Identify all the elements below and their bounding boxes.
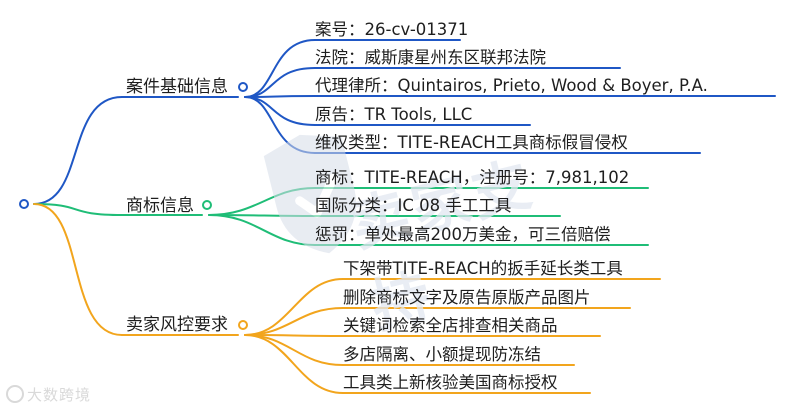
case-item-type: 维权类型：TITE-REACH工具商标假冒侵权	[315, 133, 628, 152]
brand-logo-text: 大数跨境	[27, 386, 92, 404]
edge-root-to-branch-0	[33, 96, 123, 205]
edge-branch-0-leaf-0	[244, 39, 316, 98]
case-item-plaintiff: 原告：TR Tools, LLC	[315, 105, 473, 124]
edge-branch-0-leaf-2	[244, 95, 316, 98]
risk-item-keyword-check: 关键词检索全店排查相关商品	[343, 316, 558, 335]
edge-branch-1-leaf-2	[208, 214, 316, 246]
trademark-item-class: 国际分类：IC 08 手工工具	[315, 196, 512, 215]
case-item-law-firm: 代理律所：Quintairos, Prieto, Wood & Boyer, P…	[315, 76, 708, 95]
edge-branch-2-leaf-0	[244, 278, 344, 336]
branch-label-seller-risk: 卖家风控要求	[126, 315, 228, 335]
brand-logo-icon	[6, 385, 24, 403]
edge-branch-2-leaf-3	[244, 334, 344, 366]
risk-item-delist: 下架带TITE-REACH的扳手延长类工具	[343, 259, 623, 278]
case-item-number: 案号：26-cv-01371	[315, 20, 469, 39]
branch-node-seller-risk	[238, 320, 248, 330]
edge-branch-0-leaf-1	[244, 67, 316, 98]
branch-node-trademark-info	[202, 200, 212, 210]
trademark-item-mark: 商标：TITE-REACH，注册号：7,981,102	[315, 168, 630, 187]
edge-branch-0-leaf-3	[244, 96, 316, 126]
brand-logo: 大数跨境	[6, 384, 91, 405]
edge-branch-1-leaf-0	[208, 187, 316, 216]
edge-root-to-branch-2	[33, 203, 123, 336]
edge-root-to-branch-1	[33, 203, 123, 216]
case-item-court: 法院：威斯康星州东区联邦法院	[315, 48, 546, 67]
edge-branch-2-leaf-1	[244, 307, 344, 336]
risk-item-remove-images: 删除商标文字及原告原版产品图片	[343, 288, 591, 307]
trademark-item-penalty: 惩罚：单处最高200万美金，可三倍赔偿	[315, 225, 611, 244]
edge-branch-2-leaf-4	[244, 334, 344, 394]
branch-label-case-info: 案件基础信息	[126, 77, 228, 97]
risk-item-store-isolation: 多店隔离、小额提现防冻结	[343, 345, 541, 364]
root-node	[19, 199, 29, 209]
risk-item-authorization: 工具类上新核验美国商标授权	[343, 373, 558, 392]
branch-node-case-info	[238, 82, 248, 92]
branch-label-trademark-info: 商标信息	[126, 196, 194, 216]
